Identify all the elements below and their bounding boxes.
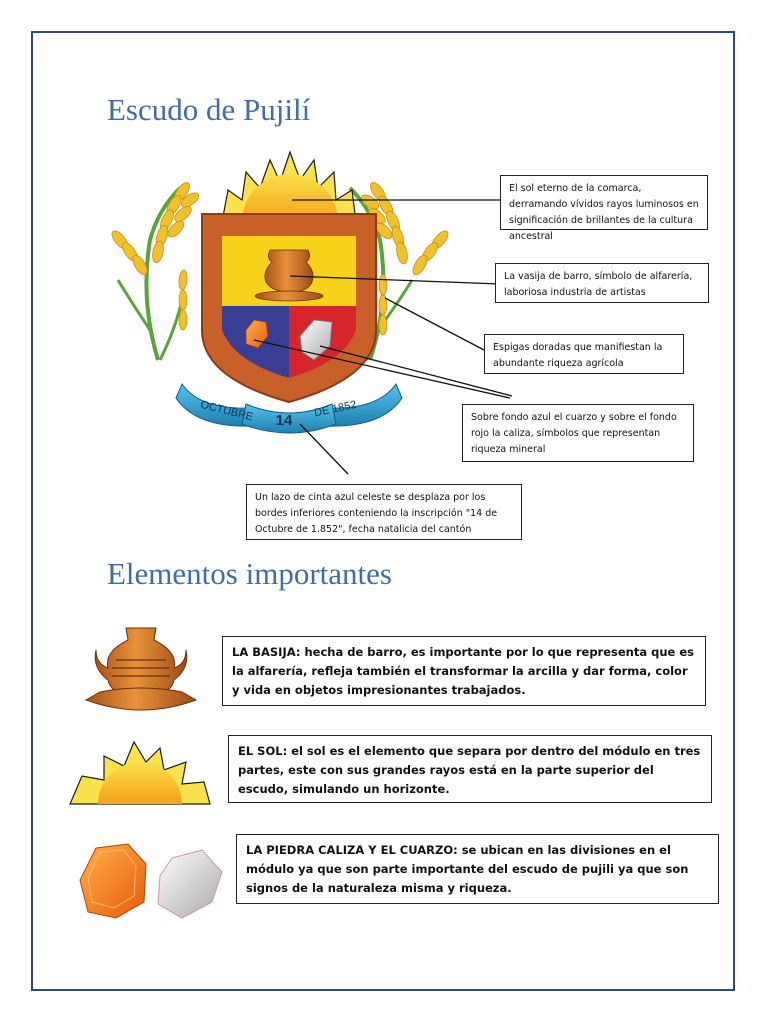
section-title: Elementos importantes xyxy=(107,556,392,591)
callout-sun: El sol eterno de la comarca, derramando … xyxy=(500,175,708,242)
quartz-icon xyxy=(157,849,223,919)
callout-minerals: Sobre fondo azul el cuarzo y sobre el fo… xyxy=(462,404,694,462)
sun-icon xyxy=(221,150,357,223)
element-stones-description: LA PIEDRA CALIZA Y EL CUARZO: se ubican … xyxy=(236,834,719,904)
callout-vase: La vasija de barro, símbolo de alfarería… xyxy=(495,263,709,303)
page-border xyxy=(31,31,735,991)
element-sun-text: el sol es el elemento que separa por den… xyxy=(238,744,701,796)
element-sun-term: EL SOL: xyxy=(238,744,288,758)
ribbon-number: 14 xyxy=(276,412,293,429)
limestone-icon xyxy=(79,843,147,919)
page-title: Escudo de Pujilí xyxy=(107,92,311,127)
element-stones-text: se ubican en las divisiones en el módulo… xyxy=(246,843,689,895)
callout-ribbon: Un lazo de cinta azul celeste se desplaz… xyxy=(246,484,522,540)
element-vase-term: LA BASIJA: xyxy=(232,645,301,659)
element-vase-text: hecha de barro, es importante por lo que… xyxy=(232,645,694,697)
wheat-left-icon xyxy=(111,182,200,361)
element-sun-description: EL SOL: el sol es el elemento que separa… xyxy=(228,735,712,803)
horizon-sun-icon xyxy=(69,740,211,805)
vase-icon xyxy=(84,627,198,711)
element-vase-description: LA BASIJA: hecha de barro, es importante… xyxy=(222,636,706,706)
element-stones-term: LA PIEDRA CALIZA Y EL CUARZO: xyxy=(246,843,458,857)
shield-icon xyxy=(201,213,377,404)
callout-wheat: Espigas doradas que manifiestan la abund… xyxy=(484,334,684,374)
ribbon-icon xyxy=(175,382,403,434)
callout-leader-lines xyxy=(253,199,513,475)
